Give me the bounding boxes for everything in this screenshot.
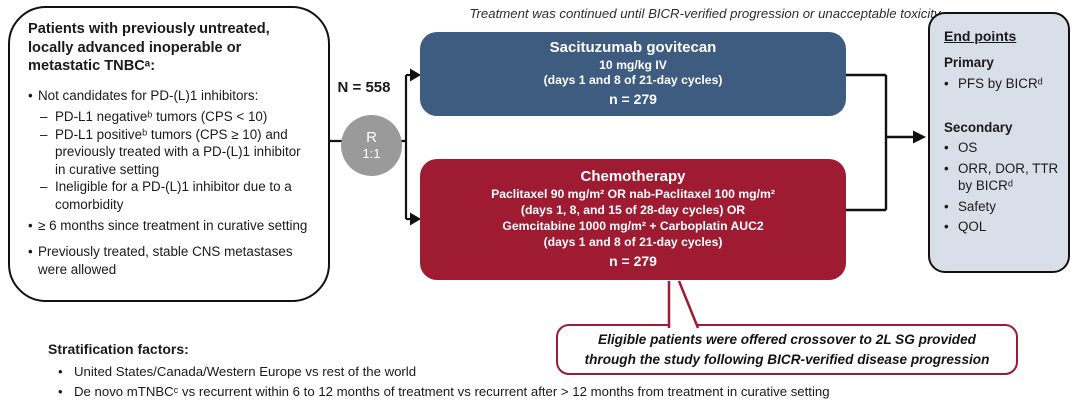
eligibility-bullet: • Previously treated, stable CNS metasta…	[28, 243, 314, 278]
randomization-r: R	[366, 129, 377, 147]
endpoint-item-text: PFS by BICRᵈ	[958, 75, 1043, 91]
stratification-item-text: De novo mTNBCᶜ vs recurrent within 6 to …	[74, 384, 830, 399]
eligibility-bullet-text: Previously treated, stable CNS metastase…	[38, 244, 293, 277]
bullet-marker: •	[58, 364, 63, 379]
sg-arm-title: Sacituzumab govitecan	[549, 38, 717, 56]
primary-endpoints-label: Primary	[944, 55, 994, 71]
chemo-arm-box: Chemotherapy Paclitaxel 90 mg/m² OR nab-…	[420, 159, 846, 280]
eligibility-bullet-text: ≥ 6 months since treatment in curative s…	[38, 217, 308, 233]
eligibility-criteria-box: Patients with previously untreated, loca…	[8, 6, 330, 302]
endpoints-spacer	[944, 95, 1060, 119]
endpoints-box: End points Primary • PFS by BICRᵈ Second…	[928, 12, 1070, 273]
endpoint-item-text: OS	[958, 140, 978, 156]
endpoint-item: • OS	[944, 139, 1060, 156]
bullet-marker: •	[28, 217, 33, 233]
chemo-arm-line1: Paclitaxel 90 mg/m² OR nab-Paclitaxel 10…	[491, 187, 775, 202]
bullet-marker: •	[944, 160, 949, 176]
dash-marker: –	[40, 126, 48, 142]
dash-marker: –	[40, 109, 48, 125]
dash-marker: –	[40, 179, 48, 195]
bullet-marker: •	[28, 244, 33, 260]
crossover-callout-line1: Eligible patients were offered crossover…	[598, 332, 976, 348]
enrollment-count: N = 558	[337, 79, 391, 96]
eligibility-title: Patients with previously untreated, loca…	[28, 21, 270, 75]
sg-arm-box: Sacituzumab govitecan 10 mg/kg IV (days …	[420, 32, 846, 116]
eligibility-sub-bullet: – PD-L1 negativeᵇ tumors (CPS < 10)	[40, 108, 314, 125]
chemo-arm-line4: (days 1 and 8 of 21-day cycles)	[543, 234, 723, 249]
secondary-endpoints-label: Secondary	[944, 120, 1013, 136]
eligibility-sub-bullet-text: PD-L1 positiveᵇ tumors (CPS ≥ 10) and pr…	[55, 126, 301, 177]
endpoint-item: • PFS by BICRᵈ	[944, 75, 1060, 92]
bullet-marker: •	[944, 198, 949, 214]
crossover-callout-line2: through the study following BICR-verifie…	[584, 351, 990, 367]
eligibility-sub-bullet-text: PD-L1 negativeᵇ tumors (CPS < 10)	[55, 109, 268, 125]
eligibility-sub-bullet-text: Ineligible for a PD-(L)1 inhibitor due t…	[55, 179, 292, 212]
stratification-item-text: United States/Canada/Western Europe vs r…	[74, 364, 417, 379]
bullet-marker: •	[28, 88, 33, 104]
endpoint-item-text: QOL	[958, 219, 987, 235]
endpoint-item-text: Safety	[958, 198, 996, 214]
eligibility-sub-bullet: – Ineligible for a PD-(L)1 inhibitor due…	[40, 178, 314, 213]
endpoint-item-text: ORR, DOR, TTR by BICRᵈ	[958, 160, 1059, 194]
chemo-arm-line3: Gemcitabine 1000 mg/m² + Carboplatin AUC…	[502, 218, 764, 233]
stratification-header: Stratification factors:	[48, 341, 189, 357]
treatment-duration-note: Treatment was continued until BICR-verif…	[469, 6, 941, 21]
endpoint-item: • QOL	[944, 218, 1060, 235]
eligibility-bullet-text: Not candidates for PD-(L)1 inhibitors:	[38, 88, 259, 104]
chemo-arm-line2: (days 1, 8, and 15 of 28-day cycles) OR	[520, 203, 746, 218]
chemo-arm-n: n = 279	[609, 252, 657, 269]
eligibility-bullet: • Not candidates for PD-(L)1 inhibitors:	[28, 87, 314, 104]
stratification-item: • De novo mTNBCᶜ vs recurrent within 6 t…	[58, 383, 1068, 400]
bullet-marker: •	[58, 384, 63, 399]
eligibility-bullet: • ≥ 6 months since treatment in curative…	[28, 217, 314, 234]
stratification-item: • United States/Canada/Western Europe vs…	[58, 363, 678, 380]
randomization-ratio: 1:1	[362, 145, 381, 161]
sg-arm-dose: 10 mg/kg IV	[599, 57, 667, 72]
sg-arm-n: n = 279	[609, 91, 657, 108]
endpoint-item: • Safety	[944, 198, 1060, 215]
endpoints-header: End points	[944, 28, 1017, 44]
chemo-arm-title: Chemotherapy	[580, 168, 686, 186]
sg-arm-schedule: (days 1 and 8 of 21-day cycles)	[543, 73, 723, 88]
bullet-marker: •	[944, 140, 949, 156]
bullet-marker: •	[944, 75, 949, 91]
endpoint-item: • ORR, DOR, TTR by BICRᵈ	[944, 160, 1060, 195]
eligibility-sub-bullet: – PD-L1 positiveᵇ tumors (CPS ≥ 10) and …	[40, 126, 314, 178]
bullet-marker: •	[944, 219, 949, 235]
randomization-circle: R 1:1	[341, 115, 402, 176]
crossover-callout-box: Eligible patients were offered crossover…	[556, 324, 1018, 375]
